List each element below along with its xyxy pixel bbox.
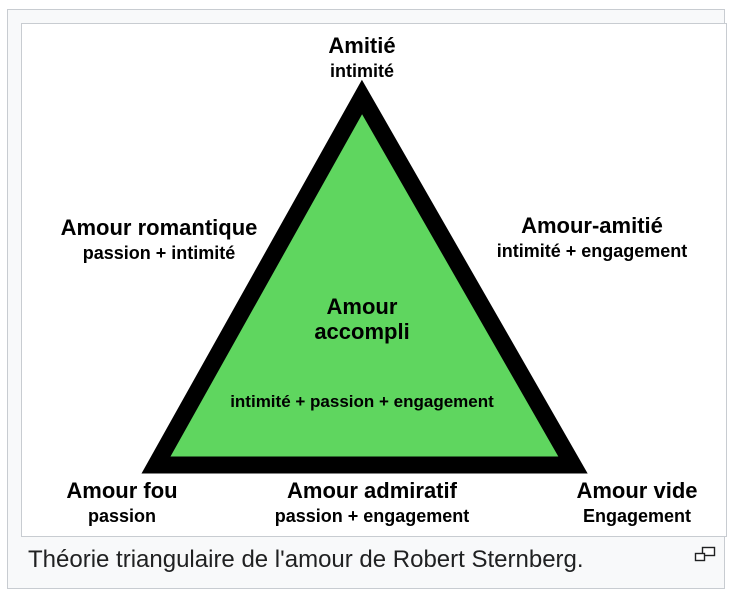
edge-right-label: Amour-amitié intimité + engagement (496, 213, 688, 262)
vertex-top-label: Amitié intimité (328, 33, 396, 82)
figure-frame: Amitié intimité Amour romantique passion… (7, 9, 727, 589)
edge-left-label: Amour romantique passion + intimité (60, 215, 258, 264)
center-title-line1: Amour (326, 294, 398, 319)
vertex-bottom-right-label: Amour vide Engagement (576, 478, 698, 527)
enlarge-icon[interactable] (694, 546, 716, 562)
center-title-line2: accompli (314, 319, 410, 344)
love-triangle-diagram (141, 79, 588, 474)
vertex-bottom-left-label: Amour fou passion (66, 478, 178, 527)
figure-caption: Théorie triangulaire de l'amour de Rober… (28, 546, 584, 573)
edge-bottom-label: Amour admiratif passion + engagement (274, 478, 470, 527)
center-label: Amour accompli (262, 294, 462, 344)
center-subtitle: intimité + passion + engagement (230, 392, 494, 411)
figure-image[interactable]: Amitié intimité Amour romantique passion… (21, 23, 727, 537)
love-triangle (141, 79, 588, 474)
